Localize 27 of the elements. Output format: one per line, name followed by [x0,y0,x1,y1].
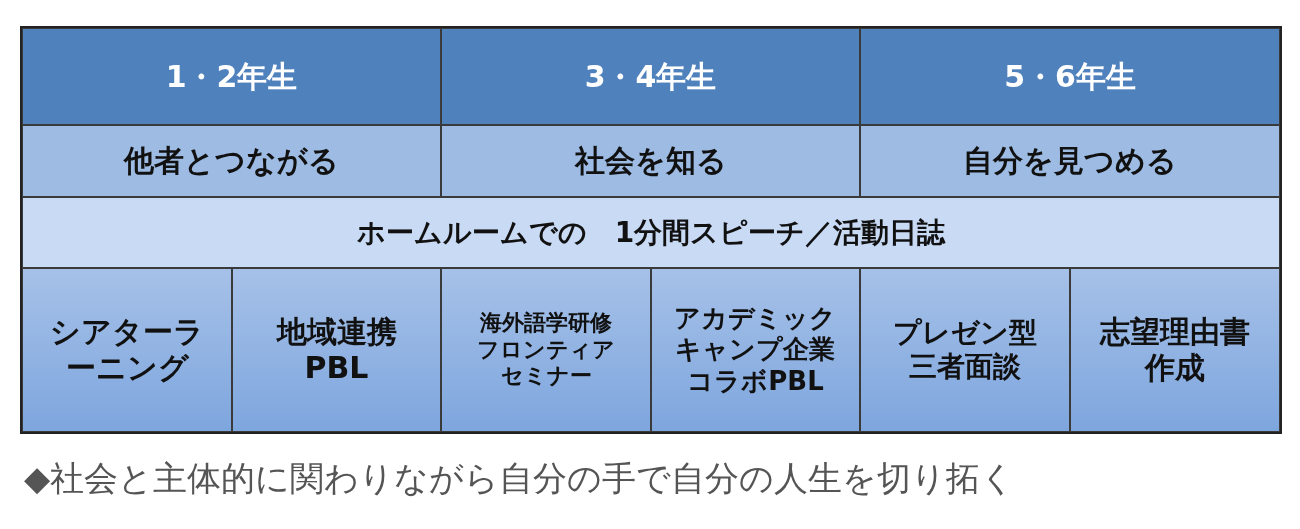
activity-band [22,197,1280,268]
cell-text: 社会を知る [574,143,727,179]
cell-text: シアターラーニング [49,314,205,386]
activity-cell [441,268,651,432]
cell-text: ホームルームでの 1分間スピーチ／活動日誌 [356,215,946,250]
cell-text: アカデミックキャンプ企業コラボPBL [673,303,838,397]
activity-cell [22,268,232,432]
cell-text: 志望理由書作成 [1098,314,1251,386]
cell-text: プレゼン型三者面談 [892,316,1038,384]
activity-cell [1070,268,1280,432]
note-text: ◆社会と主体的に関わりながら自分の手で自分の人生を切り拓く [24,458,1016,499]
cell-text: 自分を見つめる [963,143,1177,179]
header-cell [860,28,1280,125]
activity-cell [232,268,441,432]
cell-text: 地域連携PBL [275,314,398,386]
activity-cell [651,268,860,432]
cell-text: 3・4年生 [584,58,717,95]
header-cell [441,28,860,125]
activity-cell [860,268,1070,432]
cell-text: 1・2年生 [165,58,298,95]
theme-cell [22,125,441,197]
cell-text: 他者とつながる [124,143,339,179]
cell-text: 海外語学研修フロンティアセミナー [476,310,616,390]
theme-cell [441,125,860,197]
header-cell [22,28,441,125]
theme-cell [860,125,1280,197]
cell-text: 5・6年生 [1004,58,1136,95]
